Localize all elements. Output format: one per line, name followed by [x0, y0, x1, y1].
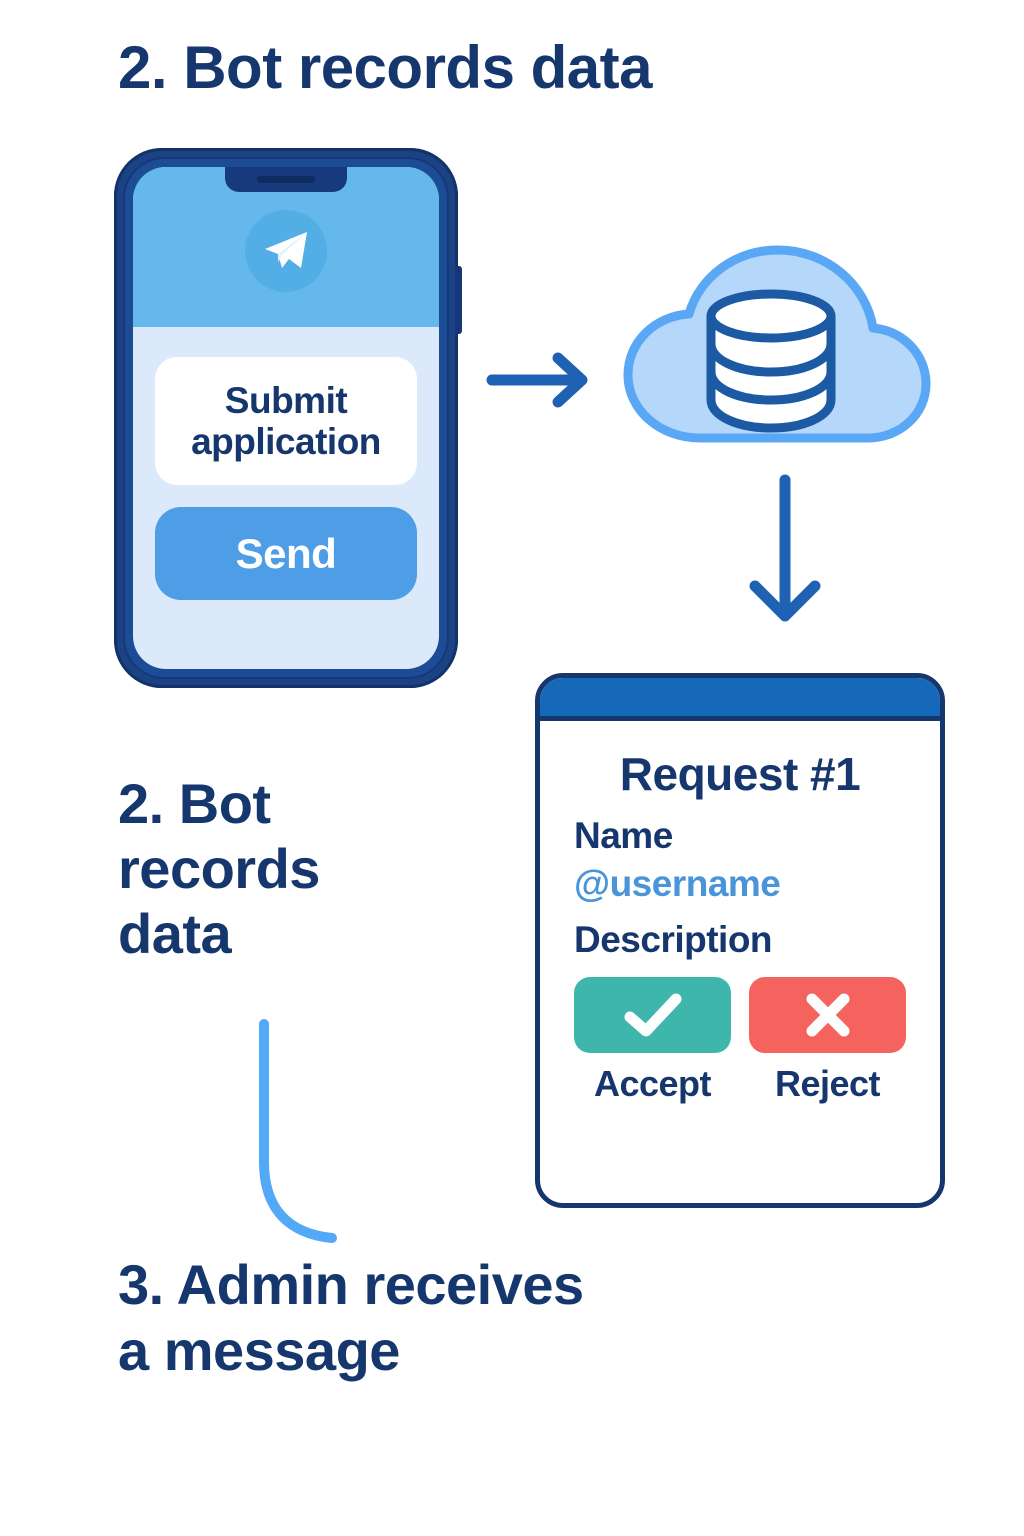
submit-application-message: Submit application [155, 357, 417, 485]
check-icon [624, 993, 681, 1037]
app-header-bar [133, 167, 439, 327]
card-header-bar [540, 678, 940, 721]
cross-icon [806, 993, 849, 1037]
page-title: 2. Bot records data [118, 34, 653, 101]
database-cylinder [706, 289, 836, 433]
phone-mockup: Submit application Send [114, 148, 462, 688]
username-value: @username [574, 863, 781, 904]
accept-button[interactable] [574, 977, 731, 1053]
cloud-database-icon [623, 245, 931, 443]
accept-label: Accept [593, 1063, 712, 1104]
arrow-down-icon [749, 474, 821, 622]
accept-action: Accept [574, 977, 731, 1105]
step-2-label: 2. Bot records data [118, 772, 320, 965]
curved-connector-line [259, 1019, 337, 1243]
description-label: Description [574, 919, 773, 960]
request-card: Request #1 Name @username Description Ac… [535, 673, 945, 1208]
step-3-label: 3. Admin receives a message [118, 1253, 584, 1383]
send-button[interactable]: Send [155, 507, 417, 600]
phone-screen: Submit application Send [133, 167, 439, 669]
reject-label: Reject [774, 1063, 881, 1104]
arrow-right-icon [486, 352, 588, 408]
phone-side-button[interactable] [455, 266, 462, 334]
action-buttons-row: Accept Reject [574, 977, 906, 1105]
phone-notch [225, 167, 347, 192]
request-title: Request #1 [619, 748, 861, 800]
phone-speaker [257, 176, 315, 183]
name-label: Name [574, 815, 673, 856]
reject-button[interactable] [749, 977, 906, 1053]
card-body: Request #1 Name @username Description Ac… [540, 721, 940, 1203]
telegram-icon [245, 210, 327, 292]
reject-action: Reject [749, 977, 906, 1105]
